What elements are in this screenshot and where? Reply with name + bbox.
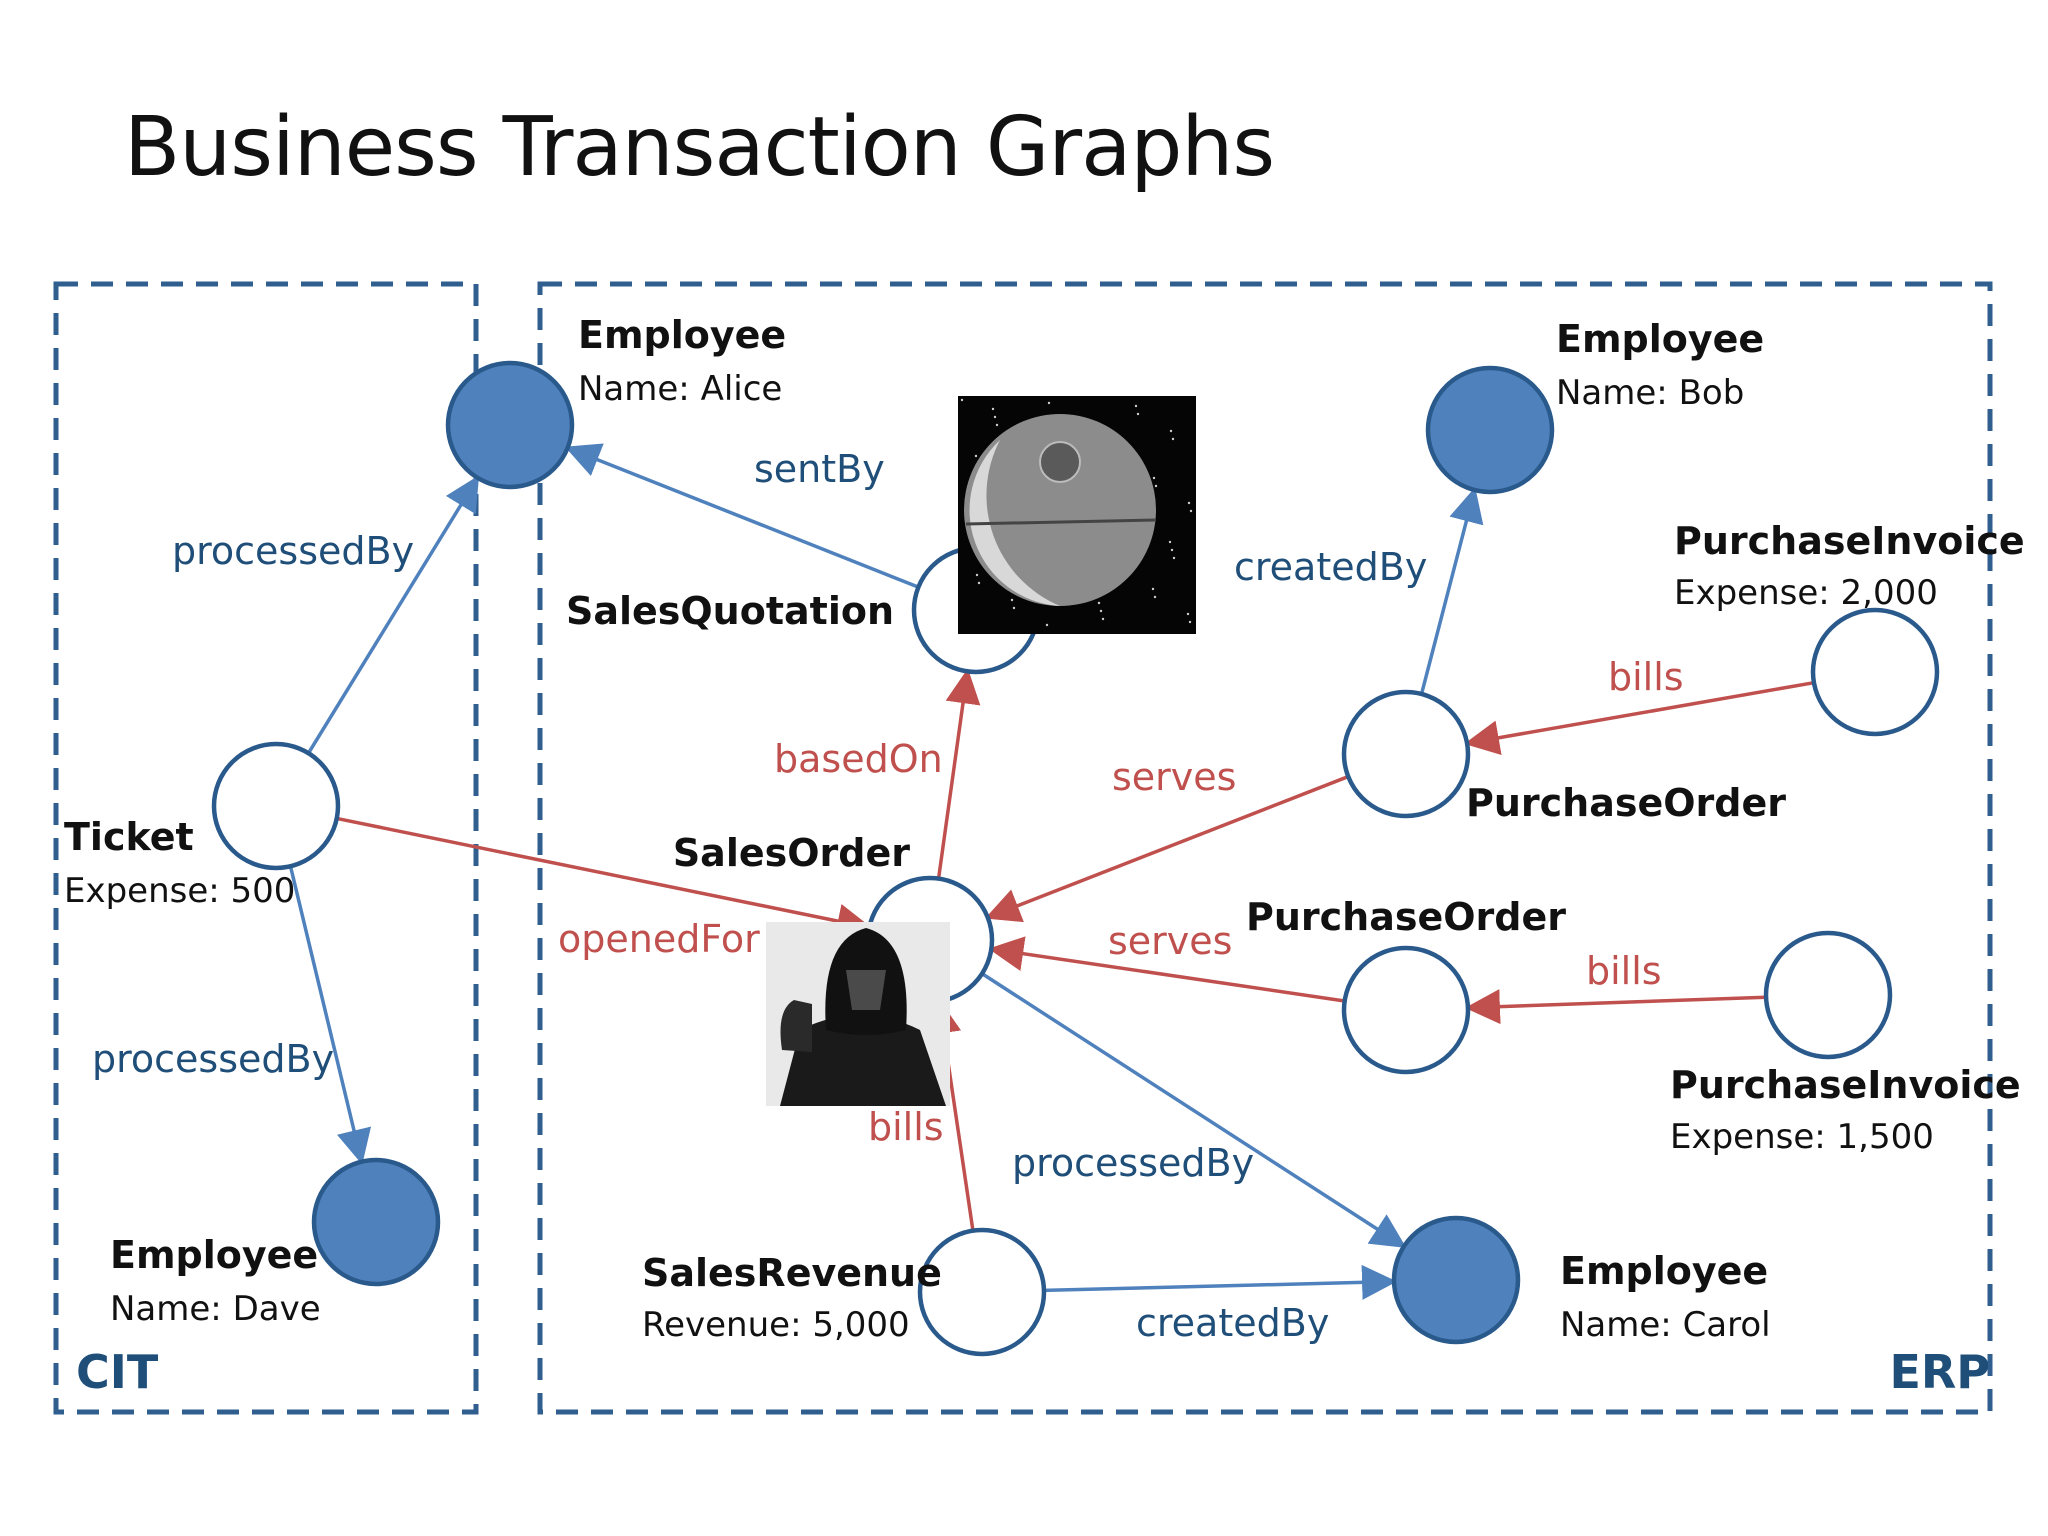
edge-label-e8: serves [1112, 755, 1236, 799]
node-bob [1425, 365, 1555, 495]
edge-label-e1: processedBy [172, 529, 414, 573]
edge-processedBy-salesorder-to-carol [981, 972, 1407, 1248]
node-attr-label-alice: Name: Alice [578, 369, 782, 409]
node-type-label-pi2: PurchaseInvoice [1670, 1063, 2021, 1107]
node-alice [445, 360, 575, 490]
star-dot [1099, 609, 1103, 613]
edge-label-e5: basedOn [774, 737, 943, 781]
edge-serves-po2-to-salesorder [988, 936, 1345, 1003]
star-dot [991, 407, 995, 411]
edge-createdBy-salesrevenue-to-carol [1043, 1264, 1398, 1300]
star-dot [1168, 540, 1172, 544]
star-dot [960, 398, 964, 402]
node-type-label-salesorder: SalesOrder [673, 831, 910, 875]
edge-label-e10: bills [1586, 949, 1662, 993]
node-attr-label-carol: Name: Carol [1560, 1305, 1771, 1345]
node-type-label-po2: PurchaseOrder [1246, 895, 1566, 939]
node-type-label-salesquotation: SalesQuotation [566, 589, 894, 633]
star-dot [1045, 623, 1049, 627]
death-star-sphere [964, 414, 1156, 606]
edge-processedBy-ticket-to-alice [306, 475, 480, 755]
star-dot [1152, 476, 1156, 480]
star-dot [1134, 404, 1138, 408]
node-pi1 [1810, 607, 1940, 737]
star-dot [1154, 484, 1158, 488]
node-attr-label-pi1: Expense: 2,000 [1674, 573, 1938, 613]
star-dot [1189, 509, 1193, 513]
vader-body [780, 1015, 946, 1106]
node-type-label-ticket: Ticket [64, 815, 194, 859]
edge-label-e4: sentBy [754, 447, 885, 491]
star-dot [1188, 620, 1192, 624]
page-title: Business Transaction Graphs [124, 100, 1275, 195]
node-po1 [1341, 689, 1471, 819]
star-dot [1171, 437, 1175, 441]
edge-createdBy-po1-to-bob [1419, 487, 1484, 695]
node-attr-label-bob: Name: Bob [1556, 373, 1744, 413]
edge-sentBy-salesquotation-to-alice [564, 443, 920, 589]
edge-openedFor-ticket-to-salesorder [336, 816, 873, 939]
vader-mask [846, 970, 886, 1010]
star-dot [1010, 598, 1014, 602]
edge-bills-pi1-to-po1 [1464, 680, 1815, 756]
node-type-label-salesrevenue: SalesRevenue [642, 1251, 942, 1295]
star-dot [1012, 606, 1016, 610]
node-type-label-pi1: PurchaseInvoice [1674, 519, 2025, 563]
death-star-dish [1039, 441, 1081, 483]
star-dot [1101, 617, 1105, 621]
star-dot [1151, 587, 1155, 591]
node-attr-label-dave: Name: Dave [110, 1289, 321, 1329]
edge-basedOn-salesorder-to-salesquotation [936, 668, 981, 879]
edge-label-e11: processedBy [1012, 1141, 1254, 1185]
node-type-label-alice: Employee [578, 313, 786, 357]
edge-bills-pi2-to-po2 [1464, 989, 1767, 1025]
star-dot [1153, 595, 1157, 599]
node-type-label-carol: Employee [1560, 1249, 1768, 1293]
vader-thumbs-up [780, 1000, 812, 1052]
node-type-label-bob: Employee [1556, 317, 1764, 361]
star-dot [1169, 429, 1173, 433]
region-label-cit: CIT [76, 1345, 159, 1399]
edge-label-e3: openedFor [558, 917, 760, 961]
star-dot [1047, 401, 1051, 405]
edge-label-e12: bills [868, 1105, 944, 1149]
edge-label-e7: bills [1608, 655, 1684, 699]
star-dot [974, 454, 978, 458]
node-pi2 [1763, 930, 1893, 1060]
node-salesrevenue [917, 1227, 1047, 1357]
star-dot [975, 573, 979, 577]
node-dave [311, 1157, 441, 1287]
star-dot [977, 581, 981, 585]
death-star-highlight [969, 440, 1060, 606]
star-dot [1136, 412, 1140, 416]
node-type-label-po1: PurchaseOrder [1466, 781, 1786, 825]
star-dot [1186, 612, 1190, 616]
death-star-trench [965, 518, 1157, 526]
star-dot [1170, 548, 1174, 552]
edge-label-e2: processedBy [92, 1037, 334, 1081]
region-label-erp: ERP [1889, 1345, 1990, 1399]
edge-label-e13: createdBy [1136, 1301, 1329, 1345]
node-attr-label-pi2: Expense: 1,500 [1670, 1117, 1934, 1157]
node-attr-label-ticket: Expense: 500 [64, 871, 295, 911]
star-dot [993, 415, 997, 419]
node-type-label-dave: Employee [110, 1233, 318, 1277]
star-dot [1097, 601, 1101, 605]
edge-processedBy-ticket-to-dave [288, 865, 372, 1165]
edge-serves-po1-to-salesorder [984, 774, 1349, 923]
node-attr-label-salesrevenue: Revenue: 5,000 [642, 1305, 910, 1345]
edge-label-e9: serves [1108, 919, 1232, 963]
star-dot [995, 423, 999, 427]
region-box-erp [537, 281, 1993, 1415]
node-carol [1391, 1215, 1521, 1345]
node-po2 [1341, 945, 1471, 1075]
edge-label-e6: createdBy [1234, 545, 1427, 589]
node-ticket [211, 741, 341, 871]
star-dot [1187, 501, 1191, 505]
star-dot [1172, 556, 1176, 560]
